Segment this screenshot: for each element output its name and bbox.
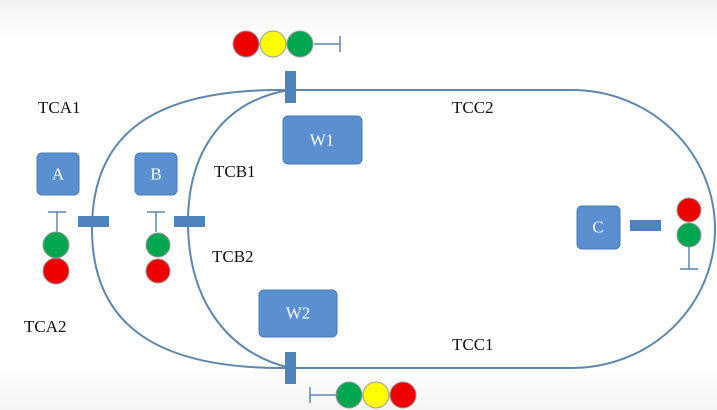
- label-tcb2: TCB2: [212, 247, 254, 266]
- block-w2-box: [258, 289, 338, 338]
- signal-top: [232, 30, 341, 58]
- signal-b-green-lamp: [145, 232, 171, 258]
- label-tcc1: TCC1: [452, 335, 494, 354]
- block-w1-box: [282, 115, 363, 165]
- signal-b-red-lamp: [145, 258, 171, 284]
- signal-a-green-lamp: [42, 231, 70, 259]
- joint-right: [630, 220, 661, 231]
- signal-top-red-lamp: [232, 30, 260, 58]
- joint-top: [285, 71, 296, 103]
- block-w1-label: W1: [310, 131, 335, 150]
- block-w2-label: W2: [286, 304, 311, 323]
- block-b-label: B: [150, 165, 161, 184]
- signal-top-yellow-lamp: [259, 30, 287, 58]
- block-w1: W1: [282, 115, 363, 165]
- block-b: B: [134, 152, 178, 196]
- signal-b: [145, 211, 171, 284]
- block-c-box: [576, 205, 621, 250]
- block-a-label: A: [52, 165, 65, 184]
- signal-bottom-red-lamp: [389, 381, 417, 409]
- block-c: C: [576, 205, 621, 250]
- label-tcc2: TCC2: [452, 98, 494, 117]
- signal-bottom-green-lamp: [335, 381, 363, 409]
- label-tca2: TCA2: [24, 317, 67, 336]
- signal-c-red-lamp: [676, 197, 702, 223]
- signal-bottom-yellow-lamp: [362, 381, 390, 409]
- block-b-box: [134, 152, 178, 196]
- block-a-box: [36, 152, 80, 196]
- block-c-label: C: [592, 218, 603, 237]
- signal-top-green-lamp: [286, 30, 314, 58]
- label-tca1: TCA1: [38, 98, 81, 117]
- signal-c-green-lamp: [676, 222, 702, 248]
- joint-bottom: [285, 352, 296, 384]
- block-a: A: [36, 152, 80, 196]
- signal-c: [676, 197, 702, 270]
- signal-a-red-lamp: [42, 257, 70, 285]
- signal-bottom: [309, 381, 417, 409]
- outer-track: [90, 89, 716, 369]
- label-tcb1: TCB1: [214, 162, 256, 181]
- block-w2: W2: [258, 289, 338, 338]
- joint-left-inner: [174, 216, 205, 227]
- signal-a: [42, 211, 70, 285]
- joint-left-outer: [78, 216, 109, 227]
